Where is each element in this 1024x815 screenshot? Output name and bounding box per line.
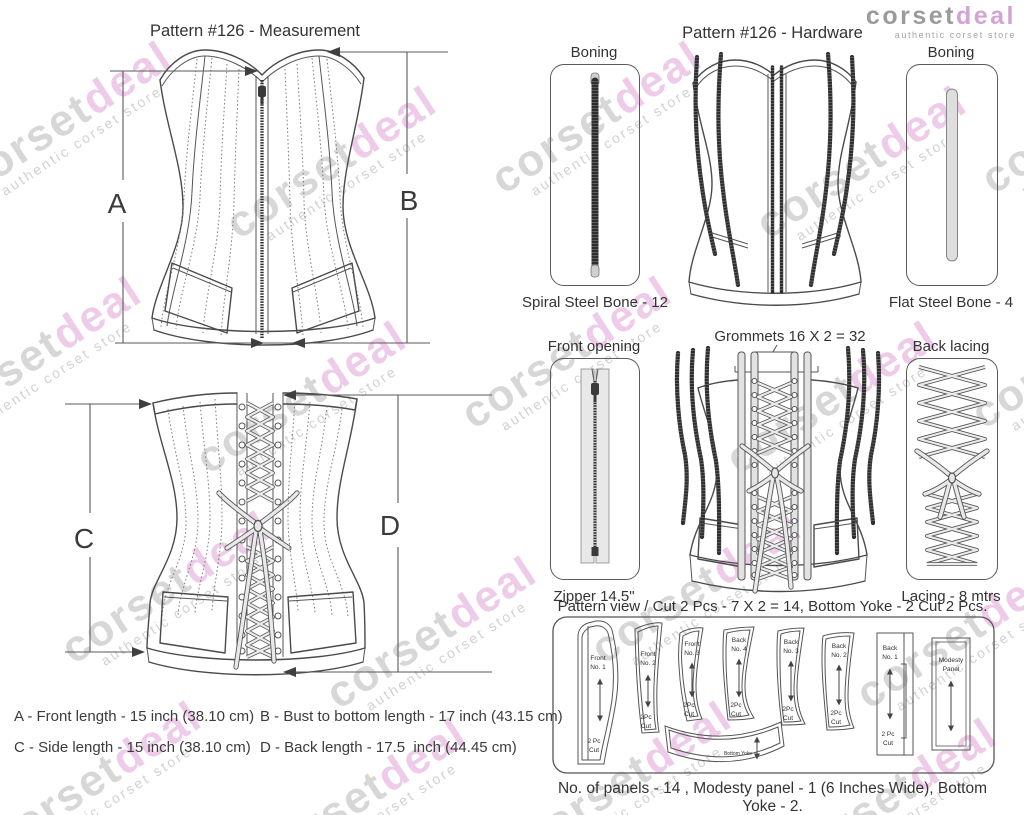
svg-text:Cut: Cut xyxy=(641,723,651,730)
svg-text:2Pc: 2Pc xyxy=(730,702,742,709)
svg-text:Cut: Cut xyxy=(783,715,793,722)
spiral-boning-caption: Spiral Steel Bone - 12 xyxy=(522,294,668,311)
piece-back-2: Back No. 2 2Pc Cut xyxy=(821,632,855,731)
zipper-drawing xyxy=(580,368,610,564)
back-lacing-label: Back lacing xyxy=(912,338,990,355)
front-opening-label: Front opening xyxy=(547,338,641,355)
back-lacing-box xyxy=(906,358,998,580)
svg-text:2Pc: 2Pc xyxy=(830,710,842,717)
hardware-title: Pattern #126 - Hardware xyxy=(682,24,863,42)
measurement-title: Pattern #126 - Measurement xyxy=(149,22,361,40)
grommets-pointer xyxy=(772,344,778,353)
front-boning-dashes xyxy=(160,57,364,337)
svg-text:Cut: Cut xyxy=(831,719,841,726)
front-corset-figure: A B xyxy=(108,47,448,348)
svg-text:2Pc: 2Pc xyxy=(782,706,794,713)
spiral-boning-box xyxy=(550,64,640,286)
svg-text:No. 4: No. 4 xyxy=(731,646,747,653)
svg-text:No. 2: No. 2 xyxy=(831,652,847,659)
piece-front-1: Front No. 1 2 Pc Cut xyxy=(577,620,619,765)
spec-front-length: A - Front length - 15 inch (38.10 cm) xyxy=(14,708,255,725)
grommet-bow xyxy=(739,443,811,594)
flat-boning-caption: Flat Steel Bone - 4 xyxy=(888,294,1014,311)
spec-back-length: D - Back length - 17.5 inch (44.45 cm) xyxy=(260,739,517,756)
pattern-pieces-figure: Front No. 1 2 Pc Cut Front No. 2 2Pc Cut… xyxy=(552,616,995,774)
piece-back-4: Back No. 4 2Pc Cut xyxy=(722,626,755,721)
svg-text:Back: Back xyxy=(832,643,847,650)
back-boning-dashes xyxy=(161,398,349,618)
svg-text:Cut: Cut xyxy=(731,711,741,718)
back-pockets xyxy=(159,591,357,654)
dimension-lines-cd: C D xyxy=(65,390,492,677)
front-pockets xyxy=(164,262,360,334)
piece-bottom-yoke: Bottom Yoke xyxy=(664,721,785,763)
piece-back-3: Back No. 3 2Pc Cut xyxy=(776,627,806,726)
dimension-lines-ab: A B xyxy=(108,47,448,348)
spec-bust-length: B - Bust to bottom length - 17 inch (43.… xyxy=(260,708,563,725)
dimension-label-c: C xyxy=(74,523,94,554)
dimension-label-a: A xyxy=(108,188,127,219)
piece-back-1: Back No. 1 2 Pc Cut xyxy=(876,632,914,756)
hardware-front-corset-figure xyxy=(688,51,862,306)
logo-tagline: authentic corset store xyxy=(894,30,1016,40)
spiral-bone-drawing xyxy=(590,72,600,278)
back-corset-outline xyxy=(146,392,366,676)
pattern-view-title: Pattern view / Cut 2 Pcs - 7 X 2 = 14, B… xyxy=(557,598,988,615)
hardware-zipper-bones xyxy=(770,65,784,294)
spec-side-length: C - Side length - 15 inch (38.10 cm) xyxy=(14,739,251,756)
flat-boning-box xyxy=(906,64,998,286)
svg-text:Modesty: Modesty xyxy=(939,657,964,664)
svg-text:Cut: Cut xyxy=(883,740,893,747)
grommets-note: Grommets 16 X 2 = 32 xyxy=(714,328,866,345)
svg-text:2 Pc: 2 Pc xyxy=(587,738,601,745)
svg-text:Cut: Cut xyxy=(684,711,694,718)
grommet-spiral-bones xyxy=(674,345,882,556)
hardware-corset-outline xyxy=(688,59,862,306)
back-corset-figure: C D xyxy=(65,390,492,677)
flat-boning-label: Boning xyxy=(927,44,975,61)
svg-text:Back: Back xyxy=(883,645,898,652)
back-bow xyxy=(216,490,300,670)
brand-logo: corsetdeal authentic corset store xyxy=(866,4,1016,40)
svg-text:Front: Front xyxy=(640,651,655,658)
front-opening-caption: Zipper 14.5" xyxy=(553,588,635,605)
hardware-spiral-bones xyxy=(693,51,856,288)
logo-text: corsetdeal xyxy=(865,2,1016,30)
lacing-drawing xyxy=(914,365,990,566)
svg-text:Back: Back xyxy=(732,637,747,644)
pattern-footnote: No. of panels - 14 , Modesty panel - 1 (… xyxy=(557,780,988,815)
svg-text:No. 1: No. 1 xyxy=(882,654,898,661)
grommets-corset-figure xyxy=(674,344,882,594)
piece-modesty-panel: Modesty Panel xyxy=(931,637,971,751)
front-corset-outline xyxy=(151,49,376,346)
svg-text:2 Pc: 2 Pc xyxy=(881,731,895,738)
svg-text:No. 1: No. 1 xyxy=(590,664,606,671)
back-lacing-caption: Lacing - 8 mtrs xyxy=(901,588,1001,605)
svg-text:Cut: Cut xyxy=(589,747,599,754)
piece-front-2: Front No. 2 2Pc Cut xyxy=(634,622,663,734)
svg-text:2Pc: 2Pc xyxy=(683,702,695,709)
svg-text:Back: Back xyxy=(784,639,799,646)
svg-text:No. 2: No. 2 xyxy=(640,660,656,667)
pattern-box xyxy=(552,616,995,774)
dimension-label-d: D xyxy=(380,510,400,541)
svg-text:No. 3: No. 3 xyxy=(783,648,799,655)
svg-text:Panel: Panel xyxy=(943,666,960,673)
svg-text:Front: Front xyxy=(684,641,699,648)
spiral-boning-label: Boning xyxy=(570,44,618,61)
svg-text:Bottom Yoke: Bottom Yoke xyxy=(724,751,752,757)
svg-text:2Pc: 2Pc xyxy=(640,714,652,721)
dimension-label-b: B xyxy=(400,185,419,216)
svg-text:Front: Front xyxy=(590,655,605,662)
flat-bone-drawing xyxy=(946,88,958,262)
svg-text:No. 3: No. 3 xyxy=(684,650,700,657)
piece-front-3: Front No. 3 2Pc Cut xyxy=(678,627,704,722)
front-opening-box xyxy=(550,358,640,580)
front-zipper xyxy=(258,80,266,338)
